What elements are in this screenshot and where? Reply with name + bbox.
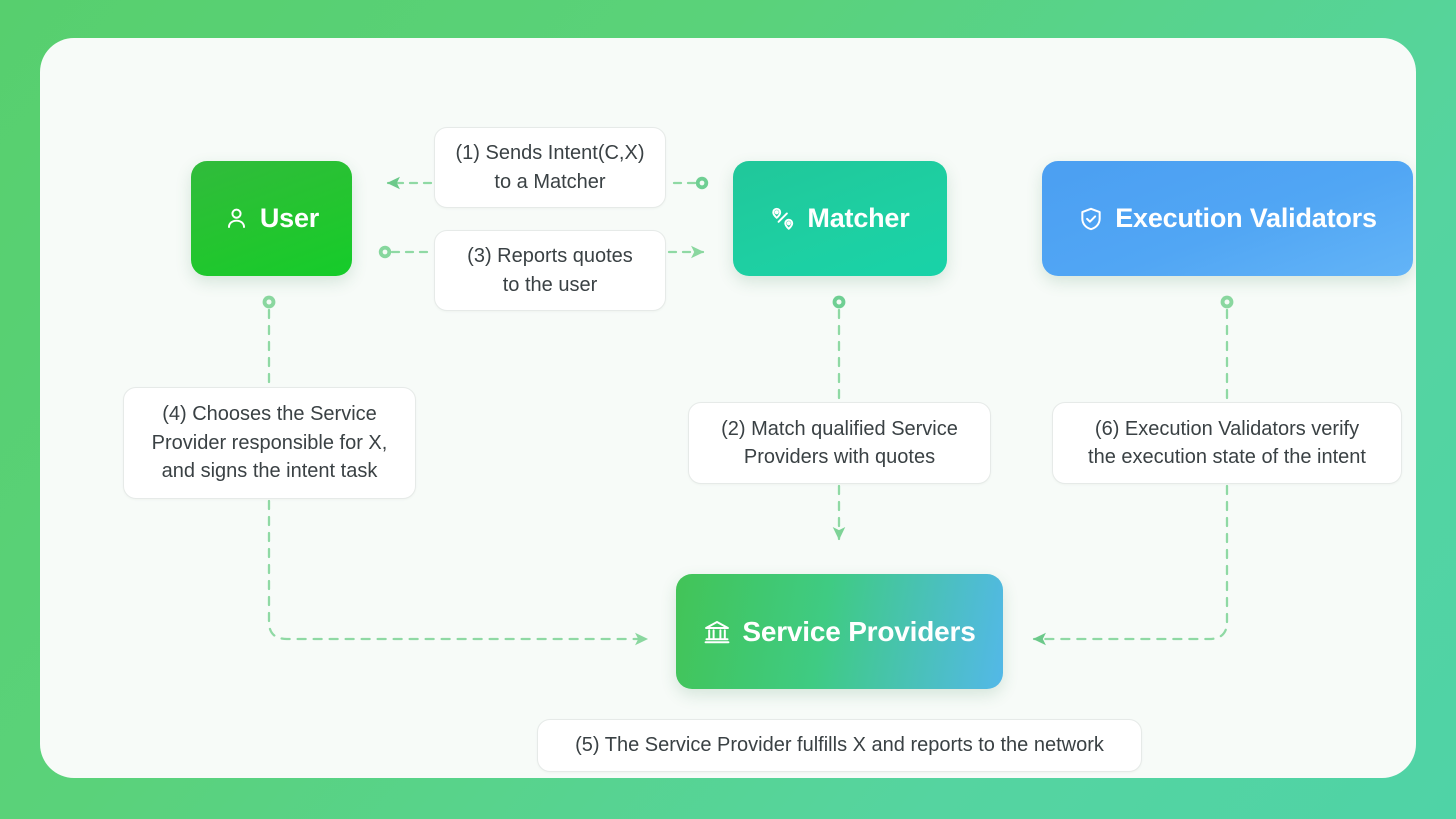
- node-matcher-label: Matcher: [807, 203, 910, 233]
- note-step-5: (5) The Service Provider fulfills X and …: [537, 719, 1142, 772]
- note-step-3-line-2: to the user: [502, 273, 598, 296]
- note-step-2-text: (2) Match qualified Service Providers wi…: [721, 415, 958, 472]
- node-execution-validators[interactable]: Execution Validators: [1042, 161, 1413, 276]
- node-providers-label: Service Providers: [742, 615, 976, 647]
- node-matcher[interactable]: Matcher: [733, 161, 947, 276]
- node-user-label: User: [259, 203, 320, 233]
- note-step-3: (3) Reports quotes to the user: [434, 230, 666, 311]
- note-step-6-line-2: the execution state of the intent: [1088, 446, 1366, 468]
- bank-icon: [703, 618, 731, 646]
- note-step-3-text: (3) Reports quotes to the user: [467, 242, 633, 299]
- note-step-6-line-1: (6) Execution Validators verify: [1094, 417, 1360, 440]
- node-validators-label: Execution Validators: [1115, 203, 1377, 233]
- note-step-3-line-1: (3) Reports quotes: [467, 245, 633, 268]
- diagram-card: User Matcher Execution Validators: [40, 38, 1416, 778]
- note-step-4-line-2: Provider responsible for X,: [151, 431, 388, 454]
- node-service-providers[interactable]: Service Providers: [676, 574, 1003, 689]
- note-step-4: (4) Chooses the Service Provider respons…: [123, 387, 416, 499]
- note-step-6-text: (6) Execution Validators verify the exec…: [1088, 415, 1366, 472]
- note-step-1-text: (1) Sends Intent(C,X) to a Matcher: [456, 139, 645, 196]
- shield-check-icon: [1078, 206, 1104, 232]
- note-step-6: (6) Execution Validators verify the exec…: [1052, 402, 1402, 484]
- note-step-4-text: (4) Chooses the Service Provider respons…: [152, 400, 388, 485]
- note-step-1-line-1: (1) Sends Intent(C,X): [455, 142, 645, 165]
- note-step-2-line-2: Providers with quotes: [743, 446, 936, 468]
- note-step-4-line-1: (4) Chooses the Service: [162, 403, 377, 426]
- note-step-4-line-3: and signs the intent task: [161, 460, 378, 483]
- note-step-1: (1) Sends Intent(C,X) to a Matcher: [434, 127, 666, 208]
- note-step-2: (2) Match qualified Service Providers wi…: [688, 402, 991, 484]
- node-user[interactable]: User: [191, 161, 352, 276]
- note-step-1-line-2: to a Matcher: [494, 170, 606, 193]
- user-icon: [224, 206, 249, 231]
- note-step-5-text: (5) The Service Provider fulfills X and …: [575, 734, 1104, 757]
- route-pins-icon: [770, 206, 796, 232]
- note-step-2-line-1: (2) Match qualified Service: [721, 417, 958, 440]
